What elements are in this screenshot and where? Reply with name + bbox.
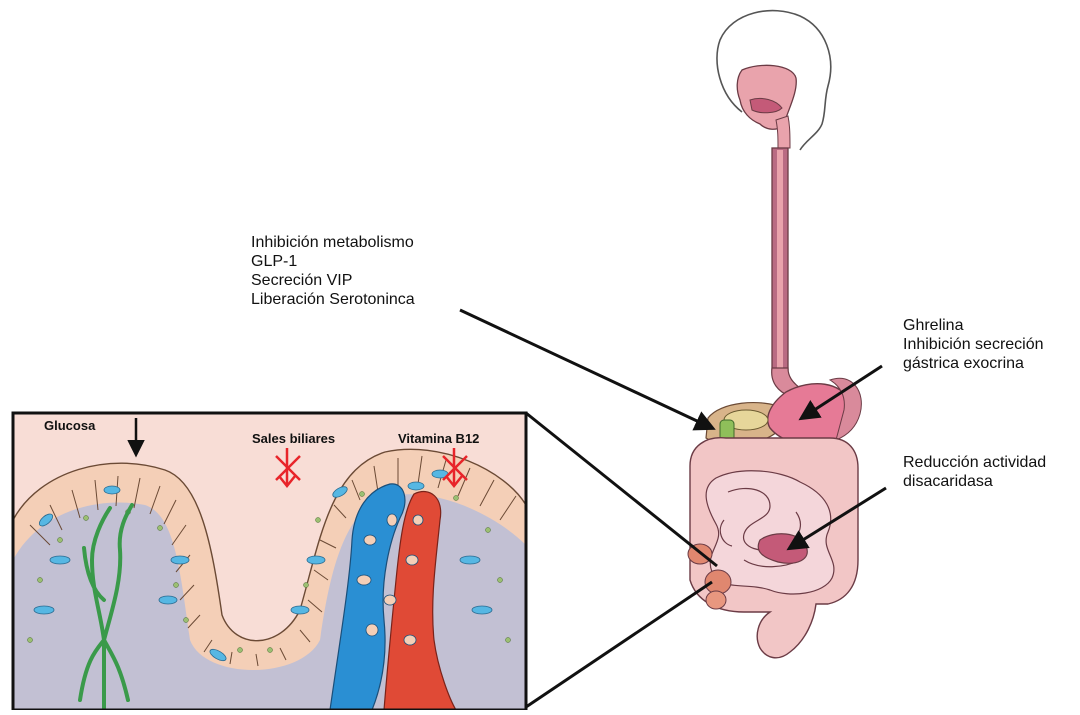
pharynx <box>776 116 790 148</box>
annotation-right-mid: Reducción actividad disacaridasa <box>903 453 1046 491</box>
ileum-bulge-3 <box>706 591 726 609</box>
annotation-line: gástrica exocrina <box>903 354 1044 373</box>
esophagus-lumen <box>777 150 783 368</box>
bile-salts-label: Sales biliares <box>252 431 335 446</box>
annotation-right-top: Ghrelina Inhibición secreción gástrica e… <box>903 316 1044 373</box>
annotation-line: disacaridasa <box>903 472 1046 491</box>
annotation-line: Inhibición metabolismo <box>251 233 415 252</box>
zoom-line-top <box>526 413 717 566</box>
annotation-top-left: Inhibición metabolismo GLP-1 Secreción V… <box>251 233 415 309</box>
human-figure <box>688 11 861 658</box>
vitamin-b12-label: Vitamina B12 <box>398 431 479 446</box>
annotation-line: Ghrelina <box>903 316 1044 335</box>
arrow-to-duodenum <box>460 310 712 428</box>
annotation-line: Reducción actividad <box>903 453 1046 472</box>
villi-inset: Glucosa Sales biliares Vitamina B12 <box>13 413 526 710</box>
glucose-label: Glucosa <box>44 418 96 433</box>
annotation-line: Inhibición secreción <box>903 335 1044 354</box>
zoom-line-bottom <box>526 582 712 707</box>
annotation-line: GLP-1 <box>251 252 415 271</box>
ileum-bulge-2 <box>705 570 731 594</box>
annotation-line: Liberación Serotoninca <box>251 290 415 309</box>
annotation-line: Secreción VIP <box>251 271 415 290</box>
